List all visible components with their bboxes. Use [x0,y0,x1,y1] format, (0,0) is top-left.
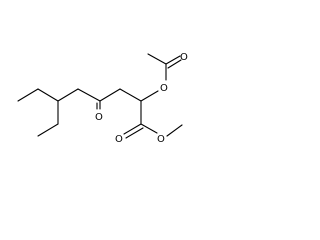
bond [147,53,167,65]
bond [123,123,142,135]
bond [140,90,159,102]
bond [57,88,79,102]
bond [165,55,181,65]
acetoxy-carbonyl-oxygen-label: O [180,52,188,63]
ester-ether-oxygen-label: O [157,134,165,145]
bond [140,123,158,134]
acetoxy-ether-oxygen-label: O [160,83,168,94]
skeletal-structure: O O O O O [17,52,188,145]
ester-carbonyl-oxygen-label: O [115,134,123,145]
bond [125,127,144,139]
bond [37,123,59,137]
ketone-oxygen-label: O [95,112,103,123]
bond [17,88,39,102]
bond [37,88,59,102]
bond [166,124,183,137]
bond [99,88,121,102]
bond [77,88,101,102]
bond [119,88,142,102]
bond [167,59,182,69]
molecule-diagram: O O O O O [0,0,221,162]
